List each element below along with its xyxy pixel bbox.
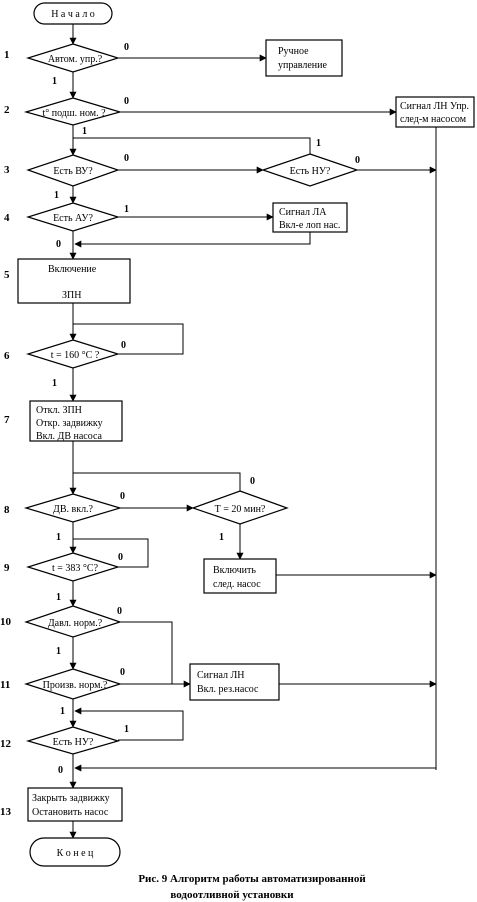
step-number-10: 10	[0, 616, 12, 628]
process-manual-control-line: управление	[278, 60, 328, 71]
step-number-1: 1	[4, 49, 10, 61]
process-close-line: Остановить насос	[32, 807, 109, 818]
process-ops-line: Откл. ЗПН	[36, 405, 82, 416]
branch-label: 0	[118, 552, 123, 563]
decision-productivity-norm-label: Произв. норм.?	[43, 680, 108, 691]
decision-timer-20-label: Т = 20 мин?	[215, 504, 266, 515]
decision-bearing-temp: t° подш. ном. ?	[23, 97, 123, 126]
branch-label: 0	[56, 239, 61, 250]
branch-label: 0	[58, 765, 63, 776]
process-ops-block: Откл. ЗПН Откр. задвижку Вкл. ДВ насоса	[29, 400, 123, 442]
process-switch-next-pump: Включить след. насос	[203, 558, 277, 594]
branch-label: 0	[121, 340, 126, 351]
process-signal-reserve: Сигнал ЛН Вкл. рез.насос	[189, 663, 280, 701]
decision-productivity-norm: Произв. норм.?	[24, 668, 122, 700]
step-number-6: 6	[4, 350, 10, 362]
process-signal-next-pump-line: след-м насосом	[400, 114, 467, 125]
process-signal-next-pump-line: Сигнал ЛН Упр.	[400, 101, 469, 112]
start-label: Н а ч а л о	[51, 9, 95, 20]
process-signal-la-line: Сигнал ЛА	[279, 207, 327, 218]
branch-label: 1	[56, 532, 61, 543]
step-number-12: 12	[0, 738, 12, 750]
step-number-9: 9	[4, 562, 10, 574]
decision-temp-383: t = 383 °С?	[25, 552, 121, 582]
decision-is-nu-bottom-label: Есть НУ?	[53, 737, 94, 748]
process-close-line: Закрыть задвижку	[32, 793, 110, 804]
decision-is-nu-bottom: Есть НУ?	[25, 726, 121, 755]
figure-caption-line: Рис. 9 Алгоритм работы автоматизированно…	[138, 873, 366, 885]
branch-label: 0	[250, 476, 255, 487]
branch-label: 0	[355, 155, 360, 166]
process-close-block: Закрыть задвижку Остановить насос	[27, 787, 123, 822]
process-switch-on: Включение ЗПН	[17, 258, 131, 304]
decision-is-au-label: Есть АУ?	[53, 213, 93, 224]
process-manual-control-line: Ручное	[278, 46, 309, 57]
process-manual-control: Ручное управление	[265, 39, 343, 77]
decision-pressure-norm: Давл. норм.?	[24, 605, 122, 638]
process-signal-next-pump: Сигнал ЛН Упр. след-м насосом	[395, 96, 475, 128]
decision-temp-383-label: t = 383 °С?	[52, 563, 99, 574]
decision-motor-on: ДВ. вкл.?	[23, 493, 123, 523]
branch-label: 0	[124, 42, 129, 53]
branch-label: 1	[316, 138, 321, 149]
connectors	[69, 24, 437, 839]
decision-temp-160: t = 160 °С ?	[25, 339, 121, 369]
decision-motor-on-label: ДВ. вкл.?	[53, 504, 94, 515]
process-ops-line: Откр. задвижку	[36, 418, 103, 429]
step-number-11: 11	[0, 679, 10, 691]
process-ops-line: Вкл. ДВ насоса	[36, 431, 103, 442]
branch-label: 1	[52, 378, 57, 389]
branch-label: 1	[124, 724, 129, 735]
end-terminal: К о н е ц	[29, 837, 121, 867]
branch-label: 1	[54, 190, 59, 201]
decision-pressure-norm-label: Давл. норм.?	[48, 618, 103, 629]
branch-label: 1	[82, 126, 87, 137]
decision-timer-20: Т = 20 мин?	[191, 490, 289, 525]
step-number-7: 7	[4, 414, 10, 426]
decision-auto-control-label: Автом. упр.?	[48, 54, 103, 65]
start-terminal: Н а ч а л о	[33, 2, 113, 25]
branch-label: 1	[219, 532, 224, 543]
process-switch-next-pump-line: след. насос	[213, 579, 261, 590]
decision-auto-control: Автом. упр.?	[25, 43, 121, 73]
step-number-8: 8	[4, 504, 10, 516]
process-signal-reserve-line: Вкл. рез.насос	[197, 684, 259, 695]
process-switch-on-line: ЗПН	[62, 290, 81, 301]
step-number-4: 4	[4, 212, 10, 224]
branch-label: 1	[60, 706, 65, 717]
branch-label: 0	[120, 667, 125, 678]
decision-bearing-temp-label: t° подш. ном. ?	[42, 108, 106, 119]
decision-is-nu-top: Есть НУ?	[261, 153, 359, 187]
process-switch-on-line: Включение	[48, 264, 97, 275]
branch-label: 0	[120, 491, 125, 502]
end-label: К о н е ц	[57, 848, 94, 859]
decision-is-au: Есть АУ?	[25, 202, 121, 232]
figure-caption-line: водоотливной установки	[170, 889, 294, 901]
step-number-2: 2	[4, 104, 10, 116]
branch-label: 1	[56, 646, 61, 657]
process-signal-reserve-line: Сигнал ЛН	[197, 670, 245, 681]
step-number-5: 5	[4, 269, 10, 281]
decision-is-nu-top-label: Есть НУ?	[290, 166, 331, 177]
decision-temp-160-label: t = 160 °С ?	[51, 350, 100, 361]
branch-label: 1	[52, 76, 57, 87]
process-signal-la-line: Вкл-е лоп нас.	[279, 220, 340, 231]
decision-is-vu-label: Есть ВУ?	[53, 166, 93, 177]
process-signal-la: Сигнал ЛА Вкл-е лоп нас.	[272, 202, 348, 233]
branch-label: 1	[124, 204, 129, 215]
branch-label: 0	[124, 96, 129, 107]
process-switch-next-pump-line: Включить	[213, 565, 256, 576]
decision-is-vu: Есть ВУ?	[26, 154, 120, 187]
step-number-3: 3	[4, 164, 10, 176]
branch-label: 0	[117, 606, 122, 617]
branch-label: 0	[124, 153, 129, 164]
step-number-13: 13	[0, 806, 12, 818]
branch-label: 1	[56, 592, 61, 603]
